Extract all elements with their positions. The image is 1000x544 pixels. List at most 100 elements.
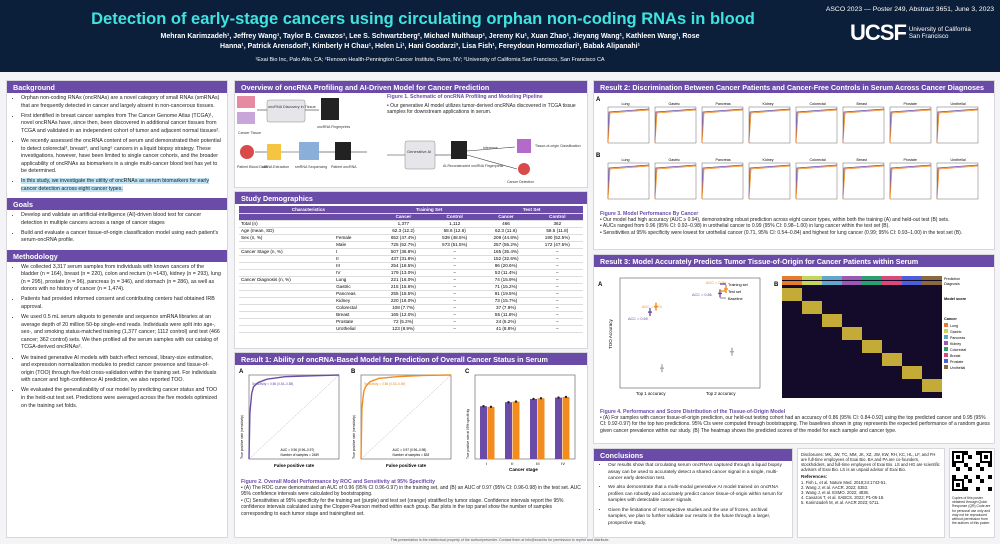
- cancer-legend-label: Kidney: [950, 342, 961, 346]
- methodology-item: Patients had provided informed consent a…: [21, 296, 221, 311]
- roc-curve-orange: [654, 109, 697, 144]
- roc-curve-orange: [795, 109, 838, 144]
- cancer-legend-label: Pancreas: [950, 336, 965, 340]
- roc-curve-orange: [607, 109, 650, 144]
- accuracy-label: ACC = 0.86: [692, 293, 712, 297]
- panel-letter: A: [596, 97, 601, 103]
- cancer-label: Breast: [857, 158, 867, 162]
- right-column: Result 2: Discrimination Between Cancer …: [593, 80, 995, 538]
- cancer-swatch: [944, 359, 948, 363]
- reference-item: 3. Wang J, et al. ESMO. 2022; 4836.: [801, 490, 870, 496]
- auc-label: AUC = 0.97 (0.96–0.98): [393, 448, 427, 452]
- table-cell: 573 (51.5%): [429, 241, 481, 249]
- qr-module: [964, 463, 968, 467]
- table-cell: 53 (11.4%): [480, 269, 532, 277]
- table-cell: –: [531, 311, 583, 319]
- qr-module: [976, 451, 980, 455]
- roc-curve-orange: [748, 109, 791, 144]
- result2-header: Result 2: Discrimination Between Cancer …: [594, 81, 994, 93]
- stage-bar: [562, 396, 570, 459]
- table-cell: Colorectal: [334, 304, 378, 312]
- diagnosis-strip: [862, 281, 882, 285]
- heatmap-block: [782, 288, 802, 301]
- table-cell: 24 (5.2%): [480, 318, 532, 326]
- roc-curve-orange: [748, 165, 791, 200]
- accuracy-label: ACC = 0.69: [628, 317, 648, 321]
- table-cell: 255 (18.5%): [377, 290, 430, 298]
- x-tick: Top 1 accuracy: [636, 391, 666, 396]
- table-cell: 209 (44.8%): [480, 234, 532, 242]
- legend-label: Number of samples = 2489: [281, 453, 320, 457]
- table-cell: Female: [334, 234, 378, 242]
- qr-module: [980, 479, 984, 483]
- diagnosis-strip: [922, 281, 942, 285]
- conclusions-item: Our results show that circulating serum …: [608, 463, 786, 483]
- svg-text:Cancer Tissue: Cancer Tissue: [238, 131, 261, 135]
- stage-bar: [505, 402, 512, 459]
- background-item: Orphan non-coding RNAs (oncRNAs) are a n…: [21, 95, 221, 110]
- table-cell: –: [429, 255, 481, 263]
- table-cell: 1,377: [377, 220, 430, 228]
- table-cell: 96 (20.6%): [480, 262, 532, 270]
- methodology-item: We evaluated the generalizability of our…: [21, 387, 221, 410]
- cancer-label: Urothelial: [951, 102, 966, 106]
- table-cell: –: [429, 290, 481, 298]
- qr-code-icon[interactable]: [952, 451, 992, 491]
- qr-section: Copies of this poster obtained through Q…: [949, 448, 995, 538]
- stage-bar: [537, 398, 545, 459]
- table-cell: –: [531, 297, 583, 305]
- table-cell: Cancer Diagnosis (n, %): [239, 276, 335, 284]
- cancer-swatch: [944, 341, 948, 345]
- table-cell: 221 (16.0%): [377, 276, 430, 284]
- auc-label: AUC = 0.96 (0.96–0.97): [281, 448, 315, 452]
- prediction-strip: [862, 276, 882, 280]
- table-cell: 254 (18.5%): [377, 262, 430, 270]
- stage-tick: III: [536, 461, 539, 466]
- qr-module: [968, 479, 972, 483]
- table-cell: 58.5 (11.8): [531, 227, 583, 235]
- tube-icon: [267, 144, 281, 160]
- discovery-box: [266, 99, 306, 123]
- svg-text:Patient Blood Draw: Patient Blood Draw: [237, 165, 268, 169]
- qr-finder: [956, 483, 960, 487]
- table-cell: –: [531, 290, 583, 298]
- svg-text:Tissue-of-origin Classificatio: Tissue-of-origin Classification: [535, 144, 581, 148]
- table-cell: Cancer Stage (n, %): [239, 248, 335, 256]
- heatmap-block: [922, 379, 942, 392]
- background-highlight-item: In this study, we investigate the utilit…: [21, 178, 221, 193]
- methodology-item: We collected 3,317 serum samples from in…: [21, 264, 221, 294]
- diagnosis-strip: [902, 281, 922, 285]
- prediction-strip: [882, 276, 902, 280]
- table-cell: [239, 290, 335, 298]
- table-row: Age (mean, SD)62.3 (12.2)58.6 (12.6)62.3…: [239, 227, 583, 235]
- table-cell: [239, 241, 335, 249]
- roc-curve-orange: [701, 109, 744, 144]
- cancer-label: Lung: [622, 158, 630, 162]
- table-cell: [239, 255, 335, 263]
- table-cell: Breast: [334, 311, 378, 319]
- cancer-label: Pancreas: [716, 158, 731, 162]
- table-cell: [239, 325, 335, 333]
- table-cell: 72 (5.2%): [377, 318, 430, 326]
- poster-title: Detection of early-stage cancers using c…: [91, 10, 755, 28]
- conclusions-list: Our results show that circulating serum …: [594, 461, 792, 532]
- bar-point: [539, 397, 543, 400]
- qr-module: [976, 463, 980, 467]
- table-cell: Gastric: [334, 283, 378, 291]
- tissue-classification-icon: [517, 139, 531, 153]
- heatmap-block: [902, 366, 922, 379]
- conclusions-item: Given the limitations of retrospective s…: [608, 508, 786, 528]
- qr-module: [968, 467, 972, 471]
- methodology-item: We used 0.5 mL serum aliquots to generat…: [21, 314, 221, 352]
- goals-list: Develop and validate an artificial-intel…: [7, 210, 227, 249]
- demographics-header: Study Demographics: [235, 192, 587, 204]
- diagnosis-strip: [842, 281, 862, 285]
- cancer-swatch: [944, 335, 948, 339]
- stage-tick: II: [511, 461, 513, 466]
